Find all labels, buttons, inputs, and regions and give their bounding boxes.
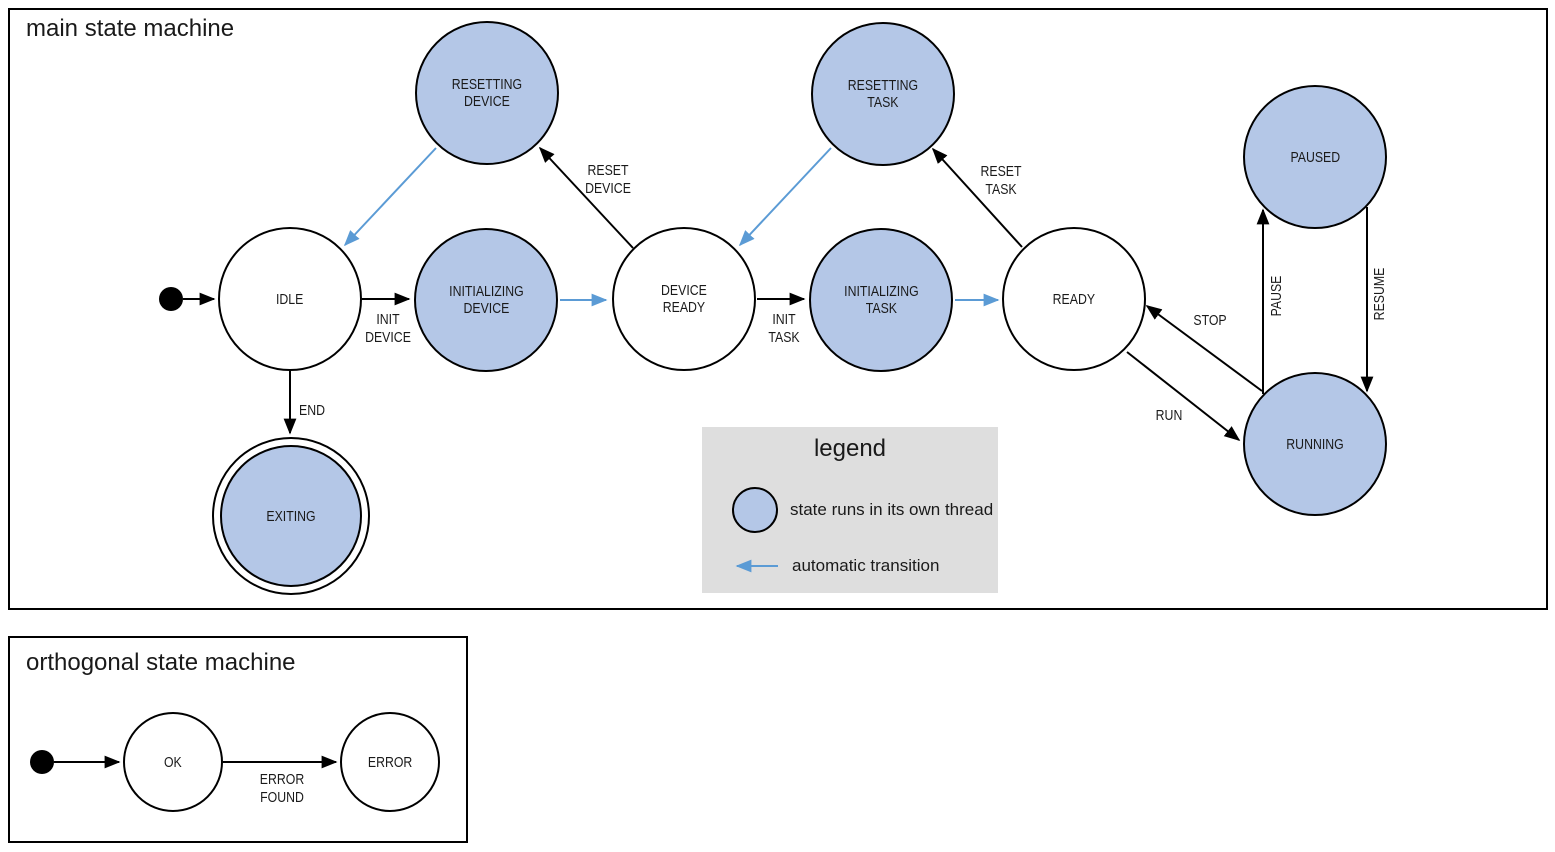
state-paused-label: PAUSED [1290,148,1340,166]
state-running-label: RUNNING [1286,435,1344,453]
orthogonal-panel-title: orthogonal state machine [26,649,296,676]
state-resetting-task-label: RESETTING TASK [847,77,919,111]
state-idle-label: IDLE [276,290,304,308]
state-resetting-task: RESETTING TASK [811,22,955,166]
state-error: ERROR [340,712,440,812]
transition-label-reset-device: RESET DEVICE [585,162,631,197]
transition-label-init-task: INIT TASK [768,311,800,346]
threaded-state-swatch-icon [732,487,778,533]
transition-label-error-found: ERROR FOUND [259,771,305,806]
legend-box: legend state runs in its own thread auto… [702,427,998,593]
state-resetting-device-label: RESETTING DEVICE [451,76,523,110]
legend-title: legend [813,435,887,462]
orthogonal-state-machine-panel: orthogonal state machine [8,636,468,843]
state-error-label: ERROR [367,753,413,771]
transition-label-stop: STOP [1193,312,1227,329]
state-running: RUNNING [1243,372,1387,516]
main-state-machine-panel: main state machine [8,8,1548,610]
transition-label-resume: RESUME [1371,267,1388,321]
legend-auto-transition-label: automatic transition [792,556,940,575]
state-initializing-task-label: INITIALIZING TASK [843,283,919,317]
state-initializing-device-label: INITIALIZING DEVICE [448,283,524,317]
legend-thread-label: state runs in its own thread [790,500,994,519]
state-exiting-label: EXITING [266,507,316,525]
state-paused: PAUSED [1243,85,1387,229]
transition-label-pause: PAUSE [1268,275,1285,317]
state-idle: IDLE [218,227,362,371]
main-panel-title: main state machine [26,15,235,42]
state-ready: READY [1002,227,1146,371]
state-initializing-task: INITIALIZING TASK [809,228,953,372]
state-resetting-device: RESETTING DEVICE [415,21,559,165]
state-device-ready-label: DEVICE READY [661,282,707,316]
state-initializing-device: INITIALIZING DEVICE [414,228,558,372]
transition-label-init-device: INIT DEVICE [365,311,411,346]
transition-label-run: RUN [1155,407,1183,424]
state-device-ready: DEVICE READY [612,227,756,371]
final-state-exiting-inner: EXITING [220,445,362,587]
state-ready-label: READY [1052,290,1096,308]
state-ok-label: OK [164,753,182,771]
transition-label-reset-task: RESET TASK [980,163,1022,198]
final-state-exiting: EXITING [212,437,370,595]
state-ok: OK [123,712,223,812]
transition-label-end: END [299,402,325,419]
